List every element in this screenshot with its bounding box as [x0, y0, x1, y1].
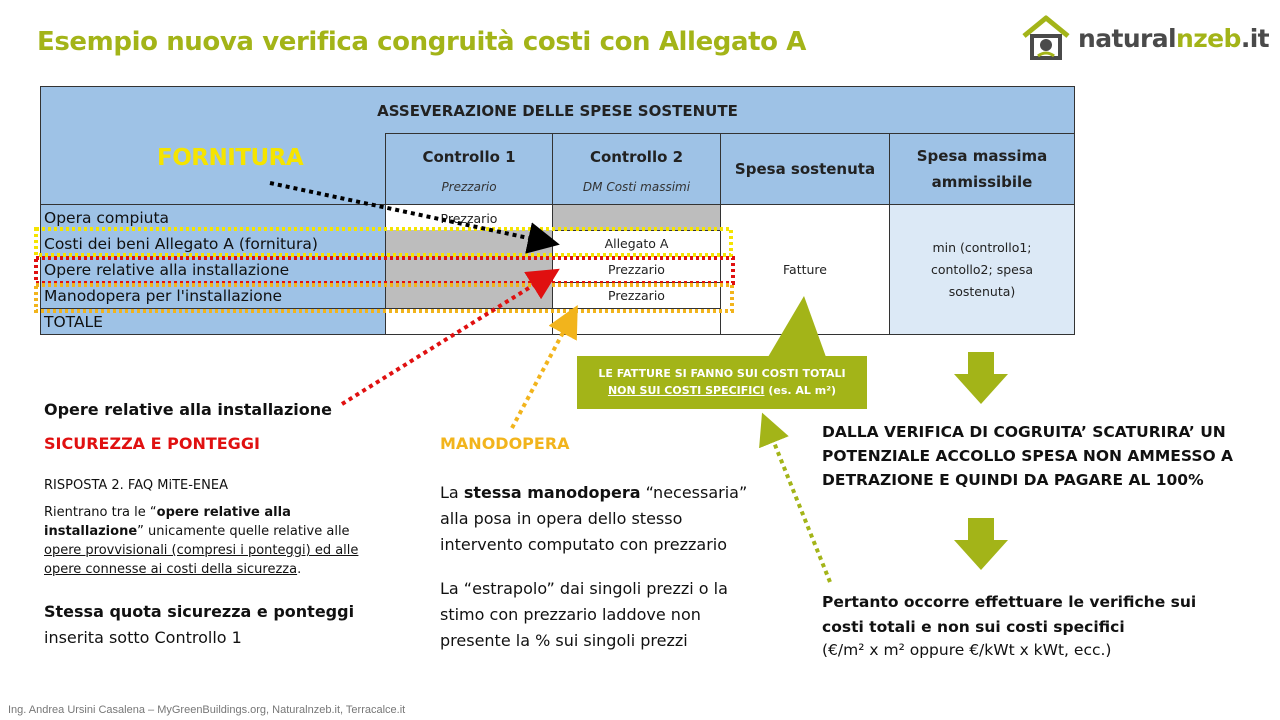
- cell-fatture: Fatture: [720, 204, 890, 335]
- callout-fatture: LE FATTURE SI FANNO SUI COSTI TOTALI NON…: [577, 356, 867, 409]
- right-conclusion: DALLA VERIFICA DI COGRUITA’ SCATURIRA’ U…: [822, 423, 1234, 489]
- header-controllo1-label: Controllo 1: [422, 148, 516, 166]
- left-risposta: RISPOSTA 2. FAQ MiTE-ENEA: [44, 478, 228, 493]
- table-row-total: TOTALE: [40, 308, 386, 335]
- cell-fatture-text: Fatture: [783, 262, 827, 277]
- cell-spesa-massima-text: min (controllo1; contollo2; spesa sosten…: [930, 239, 1034, 299]
- cell-c2-prezzario: Prezzario: [552, 256, 721, 283]
- cell-text: Allegato A: [604, 236, 669, 251]
- row-label: Manodopera per l'installazione: [44, 286, 283, 305]
- cell-c2-allegato: Allegato A: [552, 230, 721, 257]
- callout-line2-tail: (es. AL m²): [764, 384, 837, 397]
- row-label: TOTALE: [44, 312, 103, 331]
- left-body: Rientrano tra le “opere relative alla in…: [44, 503, 384, 579]
- table-row: Opere relative alla installazione: [40, 256, 386, 283]
- header-controllo2: Controllo 2 DM Costi massimi: [552, 133, 721, 205]
- left-body-b: opere relative alla installazione: [44, 505, 291, 539]
- header-spesa-massima: Spesa massima ammissibile: [889, 133, 1075, 205]
- row-label: Opera compiuta: [44, 209, 170, 227]
- header-spesa-sostenuta-label: Spesa sostenuta: [734, 160, 876, 178]
- left-red-heading: SICUREZZA E PONTEGGI: [44, 434, 260, 453]
- cell-spesa-massima: min (controllo1; contollo2; spesa sosten…: [889, 204, 1075, 335]
- cell-text: Prezzario: [608, 288, 665, 303]
- header-controllo2-label: Controllo 2: [589, 148, 684, 166]
- mano-b1-b: stessa manodopera: [463, 483, 641, 502]
- table-row: Costi dei beni Allegato A (fornitura): [40, 230, 386, 257]
- table-header-main-label: ASSEVERAZIONE DELLE SPESE SOSTENUTE: [377, 101, 738, 120]
- cell-c2-opera: [552, 204, 721, 231]
- left-body-c: ” unicamente quelle relative alle: [137, 524, 350, 539]
- manodopera-heading: MANODOPERA: [440, 434, 570, 453]
- logo-text-main: natural: [1078, 24, 1177, 53]
- right-pertanto: Pertanto occorre effettuare le verifiche…: [822, 593, 1197, 636]
- cell-c1-total: [385, 308, 553, 335]
- down-arrow-icon: [954, 518, 1008, 570]
- callout-line2-underlined: NON SUI COSTI SPECIFICI: [607, 384, 765, 397]
- cell-text: Prezzario: [440, 210, 498, 226]
- house-logo-icon: [1022, 15, 1070, 60]
- right-units: (€/m² x m² oppure €/kWt x kWt, ecc.): [822, 641, 1112, 659]
- slide-footer: Ing. Andrea Ursini Casalena – MyGreenBui…: [8, 704, 406, 716]
- manodopera-body1: La stessa manodopera “necessaria” alla p…: [440, 480, 770, 558]
- header-controllo1-sub: Prezzario: [441, 180, 497, 194]
- header-spesa-sostenuta: Spesa sostenuta: [720, 133, 890, 205]
- left-body-d: opere provvisionali (compresi i ponteggi…: [44, 543, 359, 577]
- left-body-a: Rientrano tra le “: [44, 505, 157, 520]
- cell-c1-grey: [385, 230, 553, 309]
- table-header-main: ASSEVERAZIONE DELLE SPESE SOSTENUTE: [40, 86, 1075, 134]
- table-row: Manodopera per l'installazione: [40, 282, 386, 309]
- header-controllo1: Controllo 1 Prezzario: [385, 133, 553, 205]
- logo-text: naturalnzeb.it: [1078, 24, 1270, 53]
- asseverazione-table: ASSEVERAZIONE DELLE SPESE SOSTENUTE Cont…: [40, 86, 1075, 335]
- table-row: Opera compiuta: [40, 204, 386, 231]
- logo-text-tail: .it: [1240, 24, 1270, 53]
- left-body-e: .: [297, 562, 302, 577]
- left-heading: Opere relative alla installazione: [44, 400, 332, 419]
- cell-text: Prezzario: [608, 262, 665, 277]
- row-label: Costi dei beni Allegato A (fornitura): [44, 234, 318, 253]
- left-last: inserita sotto Controllo 1: [44, 628, 242, 647]
- down-arrow-icon: [954, 352, 1008, 404]
- callout-line2: NON SUI COSTI SPECIFICI (es. AL m²): [577, 382, 867, 399]
- header-spesa-massima-label: Spesa massima ammissibile: [916, 147, 1048, 191]
- arrow-costi-totali: [759, 412, 832, 583]
- cell-c2-prezzario: Prezzario: [552, 282, 721, 309]
- cell-c2-total: [552, 308, 721, 335]
- mano-b1-a: La: [440, 483, 464, 502]
- row-label: Opere relative alla installazione: [44, 260, 290, 279]
- manodopera-body2: La “estrapolo” dai singoli prezzi o la s…: [440, 579, 728, 650]
- logo-text-accent: nzeb: [1176, 24, 1241, 53]
- label-fornitura: FORNITURA: [157, 145, 304, 171]
- mano-b1-c: “necessaria” alla posa in opera dello st…: [440, 483, 748, 554]
- slide-title: Esempio nuova verifica congruità costi c…: [37, 27, 807, 57]
- left-bold: Stessa quota sicurezza e ponteggi: [44, 602, 355, 621]
- callout-line1: LE FATTURE SI FANNO SUI COSTI TOTALI: [598, 367, 846, 380]
- cell-c1-opera: Prezzario: [385, 204, 553, 231]
- header-controllo2-sub: DM Costi massimi: [582, 180, 691, 194]
